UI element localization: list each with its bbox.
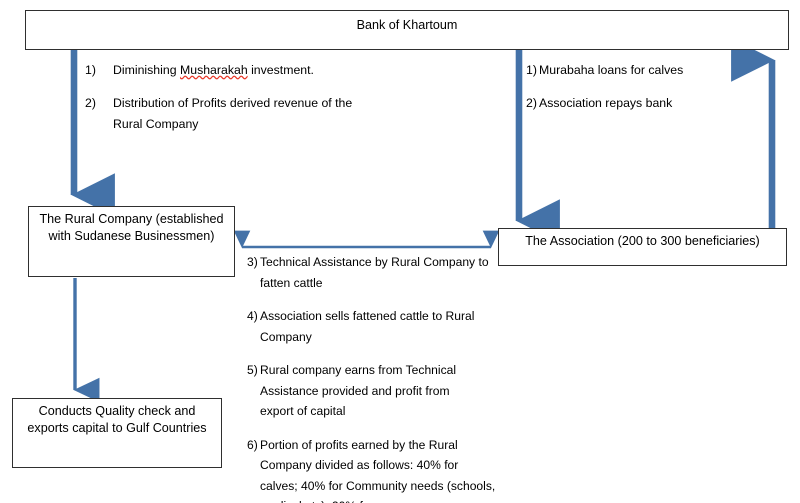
note-text: Association sells fattened cattle to Rur… — [260, 309, 475, 344]
list-marker: 1) — [85, 63, 96, 77]
note-text: Distribution of Profits derived revenue … — [113, 96, 353, 131]
note-text: Murabaha loans for calves — [539, 63, 684, 77]
association-box[interactable]: The Association (200 to 300 beneficiarie… — [498, 228, 787, 266]
bank-to-association-notes: 1) Murabaha loans for calves 2) Associat… — [526, 60, 776, 126]
note-item: 6) Portion of profits earned by the Rura… — [247, 435, 497, 503]
export-label: Conducts Quality check and exports capit… — [27, 404, 207, 435]
association-label: The Association (200 to 300 beneficiarie… — [525, 234, 760, 248]
note-text: Diminishing Musharakah investment. — [113, 60, 385, 81]
rural-association-flow-notes: 3) Technical Assistance by Rural Company… — [247, 252, 497, 503]
note-item: 4) Association sells fattened cattle to … — [247, 306, 497, 347]
note-item: 2) Association repays bank — [526, 93, 776, 114]
note-item: 1) Murabaha loans for calves — [526, 60, 776, 81]
note-text-post: investment. — [247, 63, 314, 77]
misspelled-word: Musharakah — [179, 63, 248, 77]
list-marker: 4) — [247, 309, 258, 323]
note-item: 3) Technical Assistance by Rural Company… — [247, 252, 497, 293]
note-item: 1) Diminishing Musharakah investment. — [85, 60, 385, 81]
note-item: 5) Rural company earns from Technical As… — [247, 360, 497, 422]
bank-of-khartoum-box[interactable]: Bank of Khartoum — [25, 10, 789, 50]
list-marker: 6) — [247, 437, 258, 452]
export-box[interactable]: Conducts Quality check and exports capit… — [12, 398, 222, 468]
list-marker: 2) — [526, 96, 537, 110]
note-text: Rural company earns from Technical Assis… — [260, 363, 457, 418]
note-text: Portion of profits earned by the Rural C… — [260, 437, 496, 503]
list-marker: 5) — [247, 363, 258, 377]
list-marker: 2) — [85, 96, 96, 110]
note-text: Association repays bank — [539, 96, 673, 110]
bank-of-khartoum-label: Bank of Khartoum — [356, 18, 458, 32]
list-marker: 3) — [247, 255, 258, 269]
note-item: 2) Distribution of Profits derived reven… — [85, 93, 385, 135]
list-marker: 1) — [526, 63, 537, 77]
rural-company-box[interactable]: The Rural Company (established with Suda… — [28, 206, 235, 277]
note-text: Technical Assistance by Rural Company to… — [260, 255, 489, 290]
note-text-pre: Diminishing — [113, 63, 180, 77]
bank-to-rural-notes: 1) Diminishing Musharakah investment. 2)… — [85, 60, 385, 147]
rural-company-label: The Rural Company (established with Suda… — [39, 212, 224, 243]
